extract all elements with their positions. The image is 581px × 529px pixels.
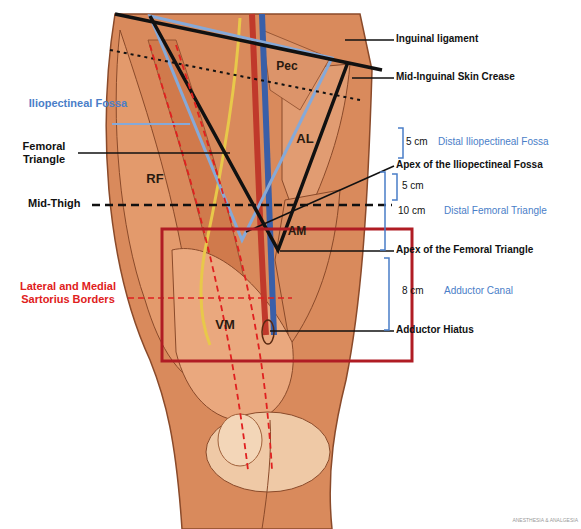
- border-label: Lateral and Medial Sartorius Borders: [6, 280, 130, 305]
- bracket: [398, 128, 403, 158]
- leg-outline: [106, 14, 372, 529]
- structure-label: Mid-Inguinal Skin Crease: [396, 71, 576, 83]
- segment-label: Distal Iliopectineal Fossa: [438, 136, 580, 148]
- watermark: ANESTHESIA & ANALGESIA: [472, 518, 578, 524]
- muscle-label: Pec: [272, 60, 302, 74]
- mid-thigh-line: [92, 204, 392, 207]
- muscle-label: AL: [290, 132, 320, 147]
- femoral-nerve: [201, 18, 240, 345]
- leader-lines: [78, 40, 394, 331]
- bracket: [384, 258, 389, 330]
- patella: [218, 414, 262, 466]
- bracket: [380, 172, 385, 250]
- highlight-box: [162, 229, 412, 361]
- dimension-label: 5 cm: [402, 180, 434, 192]
- adductor-hiatus-ring: [262, 320, 274, 344]
- structure-label: Apex of the Iliopectineal Fossa: [396, 159, 581, 171]
- sartorius-leader: [128, 297, 292, 299]
- leader-line: [78, 152, 230, 154]
- region-label: Femoral Triangle: [8, 140, 80, 165]
- muscle-label: AM: [282, 225, 312, 239]
- segment-label: Distal Femoral Triangle: [444, 205, 579, 217]
- vastus-medialis: [172, 249, 293, 422]
- adductor-magnus: [275, 190, 340, 345]
- dimension-label: 8 cm: [402, 285, 436, 297]
- distance-brackets: [380, 128, 403, 330]
- dimension-label: 5 cm: [406, 136, 438, 148]
- skin-crease-line: [110, 50, 360, 100]
- structure-label: Inguinal ligament: [396, 33, 576, 45]
- sartorius-border: [150, 45, 248, 470]
- leader-line: [112, 123, 190, 125]
- muscle-label: VM: [210, 318, 240, 333]
- leader-line: [270, 330, 394, 332]
- sartorius-border: [176, 45, 272, 470]
- leader-line: [280, 250, 394, 252]
- structure-label: Adductor Hiatus: [396, 324, 576, 336]
- leader-line: [345, 39, 394, 41]
- region-label: Iliopectineal Fossa: [26, 97, 130, 110]
- leader-line: [246, 166, 394, 232]
- pectineus-muscle: [262, 30, 330, 110]
- muscle-label: RF: [140, 172, 170, 187]
- dimension-label: 10 cm: [398, 205, 438, 217]
- femoral-vein: [262, 14, 274, 335]
- bracket: [392, 174, 397, 200]
- segment-label: Adductor Canal: [444, 285, 574, 297]
- femoral-triangle-lines: [150, 16, 348, 250]
- structure-label: Apex of the Femoral Triangle: [396, 244, 578, 256]
- level-label: Mid-Thigh: [28, 197, 92, 210]
- leader-line: [352, 77, 394, 79]
